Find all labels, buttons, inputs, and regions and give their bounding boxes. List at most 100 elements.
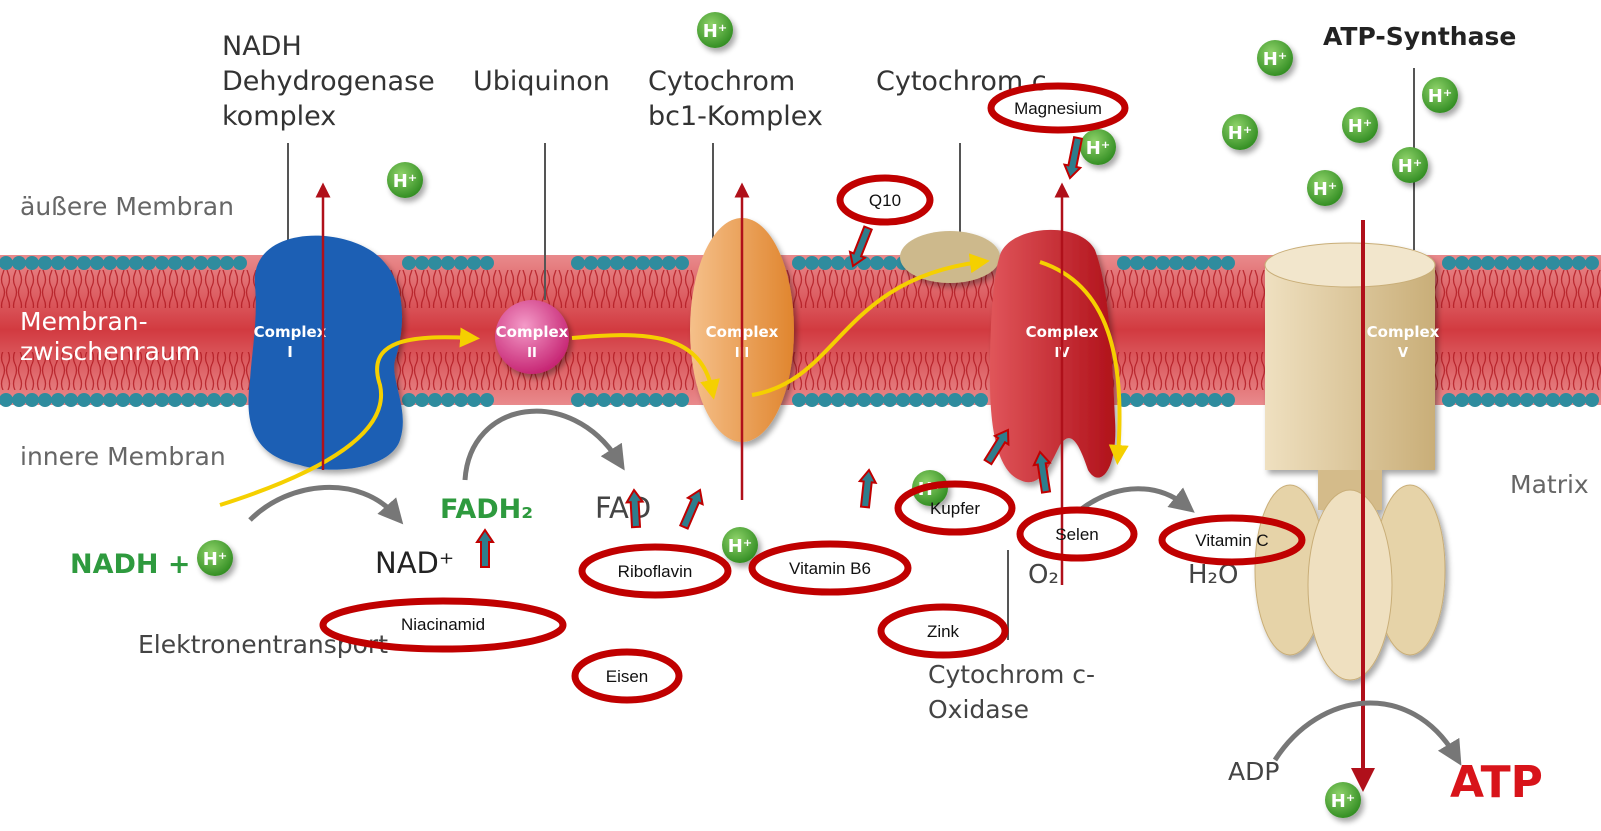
svg-text:H⁺: H⁺ bbox=[1313, 179, 1338, 200]
lipid-head bbox=[480, 393, 494, 407]
label-ubiquinon: Ubiquinon bbox=[473, 66, 610, 97]
lipid-head bbox=[116, 393, 130, 407]
lipid-head bbox=[402, 393, 416, 407]
lipid-head bbox=[1156, 393, 1170, 407]
nutrient-vitamin-b6-label: Vitamin B6 bbox=[789, 559, 871, 578]
annotation-arrow bbox=[1065, 137, 1082, 178]
lipid-head bbox=[90, 256, 104, 270]
label-o2: O₂ bbox=[1028, 560, 1059, 590]
lipid-head bbox=[454, 256, 468, 270]
nutrient-zink-label: Zink bbox=[927, 622, 960, 641]
svg-text:H⁺: H⁺ bbox=[728, 536, 753, 557]
lipid-head bbox=[1221, 393, 1235, 407]
lipid-head bbox=[1182, 393, 1196, 407]
lipid-head bbox=[129, 393, 143, 407]
lipid-head bbox=[870, 393, 884, 407]
nutrient-kupfer: Kupfer bbox=[898, 484, 1012, 532]
lipid-head bbox=[142, 256, 156, 270]
lipid-head bbox=[1559, 393, 1573, 407]
complex-i bbox=[248, 236, 402, 470]
label-intermembrane-2: zwischenraum bbox=[20, 337, 200, 366]
lipid-head bbox=[1169, 256, 1183, 270]
lipid-head bbox=[454, 393, 468, 407]
lipid-head bbox=[896, 393, 910, 407]
proton-h-plus: H⁺ bbox=[722, 527, 758, 563]
complex-ii-number: II bbox=[527, 346, 537, 361]
lipid-head bbox=[207, 256, 221, 270]
lipid-head bbox=[1442, 393, 1456, 407]
lipid-head bbox=[12, 256, 26, 270]
lipid-head bbox=[441, 256, 455, 270]
lipid-head bbox=[1494, 393, 1508, 407]
lipid-head bbox=[1585, 256, 1599, 270]
lipid-head bbox=[12, 393, 26, 407]
lipid-head bbox=[818, 256, 832, 270]
nutrient-selen-label: Selen bbox=[1055, 525, 1098, 544]
label-nadh-2: Dehydrogenase bbox=[222, 66, 435, 97]
label-nadh-reaction: NADH + bbox=[70, 549, 191, 580]
lipid-head bbox=[77, 393, 91, 407]
lipid-head bbox=[64, 256, 78, 270]
proton-h-plus: H⁺ bbox=[387, 162, 423, 198]
label-nadh-1: NADH bbox=[222, 31, 302, 62]
svg-text:H⁺: H⁺ bbox=[203, 549, 228, 570]
nutrient-q10-label: Q10 bbox=[869, 191, 901, 210]
svg-text:H⁺: H⁺ bbox=[1331, 791, 1356, 812]
lipid-head bbox=[155, 256, 169, 270]
lipid-head bbox=[610, 256, 624, 270]
lipid-head bbox=[1195, 256, 1209, 270]
lipid-head bbox=[168, 393, 182, 407]
lipid-head bbox=[1468, 393, 1482, 407]
lipid-head bbox=[1546, 256, 1560, 270]
proton-h-plus: H⁺ bbox=[1257, 40, 1293, 76]
lipid-head bbox=[181, 393, 195, 407]
lipid-head bbox=[428, 393, 442, 407]
lipid-head bbox=[1442, 256, 1456, 270]
lipid-head bbox=[1130, 393, 1144, 407]
lipid-head bbox=[38, 256, 52, 270]
lipid-head bbox=[1156, 256, 1170, 270]
svg-text:H⁺: H⁺ bbox=[1228, 123, 1253, 144]
label-electron-transport: Elektronentransport bbox=[138, 630, 388, 659]
lipid-head bbox=[1533, 393, 1547, 407]
svg-text:H⁺: H⁺ bbox=[1428, 86, 1453, 107]
lipid-head bbox=[1468, 256, 1482, 270]
lipid-head bbox=[662, 256, 676, 270]
lipid-head bbox=[883, 256, 897, 270]
lipid-head bbox=[402, 256, 416, 270]
lipid-head bbox=[1559, 256, 1573, 270]
lipid-head bbox=[675, 393, 689, 407]
lipid-head bbox=[1455, 393, 1469, 407]
nutrient-eisen: Eisen bbox=[575, 652, 679, 700]
lipid-head bbox=[1208, 256, 1222, 270]
lipid-head bbox=[25, 393, 39, 407]
lipid-head bbox=[961, 393, 975, 407]
proton-h-plus: H⁺ bbox=[1342, 107, 1378, 143]
nutrient-q10: Q10 bbox=[840, 178, 930, 222]
lipid-head bbox=[1208, 393, 1222, 407]
lipid-head bbox=[1481, 256, 1495, 270]
proton-h-plus: H⁺ bbox=[197, 540, 233, 576]
lipid-head bbox=[1182, 256, 1196, 270]
proton-h-plus: H⁺ bbox=[1080, 129, 1116, 165]
lipid-head bbox=[571, 393, 585, 407]
lipid-head bbox=[51, 393, 65, 407]
lipid-head bbox=[233, 256, 247, 270]
label-matrix: Matrix bbox=[1510, 470, 1589, 499]
label-atp: ATP bbox=[1450, 757, 1543, 808]
nutrient-selen: Selen bbox=[1020, 510, 1134, 558]
lipid-head bbox=[584, 393, 598, 407]
lipid-head bbox=[415, 256, 429, 270]
lipid-head bbox=[909, 393, 923, 407]
lipid-head bbox=[181, 256, 195, 270]
lipid-head bbox=[1143, 256, 1157, 270]
svg-text:H⁺: H⁺ bbox=[1263, 49, 1288, 70]
nutrient-niacinamid-label: Niacinamid bbox=[401, 615, 485, 634]
nutrient-niacinamid: Niacinamid bbox=[323, 601, 563, 649]
proton-h-plus: H⁺ bbox=[1307, 170, 1343, 206]
proton-h-plus: H⁺ bbox=[1392, 147, 1428, 183]
lipid-head bbox=[25, 256, 39, 270]
svg-text:H⁺: H⁺ bbox=[1086, 138, 1111, 159]
lipid-head bbox=[584, 256, 598, 270]
